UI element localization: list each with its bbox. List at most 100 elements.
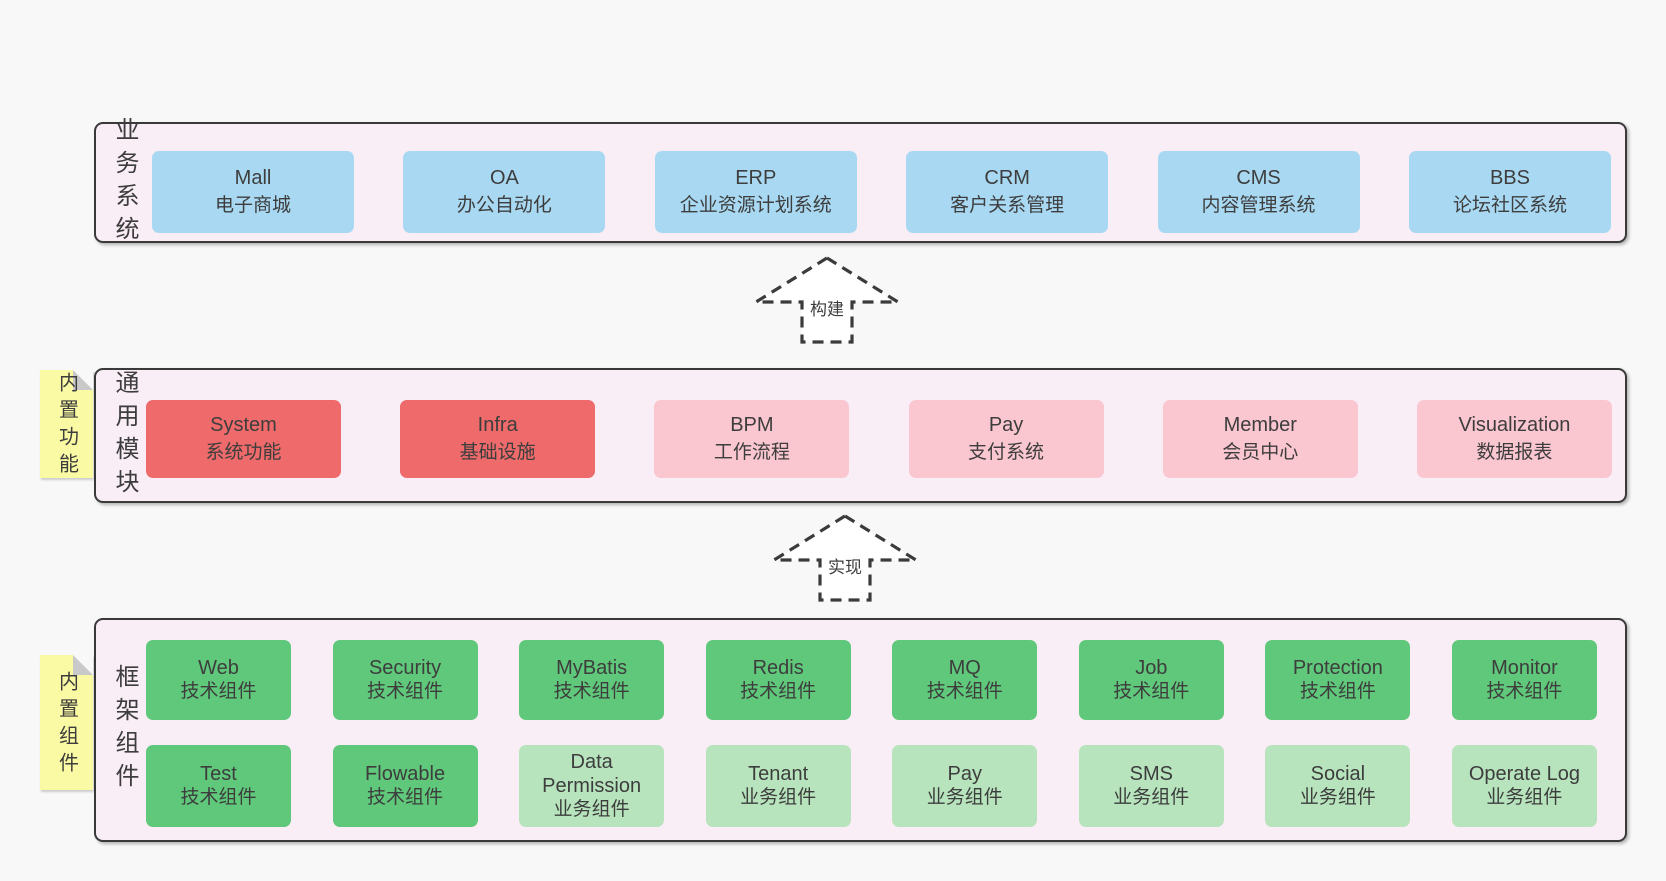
box-title: SMS [1129, 763, 1173, 785]
box-subtitle: 技术组件 [1486, 681, 1563, 702]
sticky-note-built-in-components: 内置组件 [40, 655, 93, 790]
tech-components-row: Web 技术组件 Security 技术组件 MyBatis 技术组件 Redi… [146, 640, 1597, 720]
box-erp: ERP 企业资源计划系统 [654, 151, 857, 233]
folded-corner-icon [73, 655, 93, 675]
box-title: Operate Log [1468, 763, 1581, 785]
box-data-permission: Data Permission 业务组件 [519, 745, 665, 827]
box-title: BPM [730, 414, 774, 436]
box-mall: Mall 电子商城 [152, 151, 354, 233]
sticky-note-text: 内置组件 [55, 671, 78, 780]
box-title: MyBatis [556, 657, 628, 679]
box-flowable: Flowable 技术组件 [332, 745, 478, 827]
box-title: Visualization [1458, 414, 1571, 436]
box-subtitle: 业务组件 [926, 787, 1003, 808]
box-subtitle: 会员中心 [1222, 442, 1299, 463]
box-subtitle: 论坛社区系统 [1452, 195, 1567, 216]
box-mybatis: MyBatis 技术组件 [519, 640, 665, 720]
box-security: Security 技术组件 [332, 640, 478, 720]
common-modules-row: System 系统功能 Infra 基础设施 BPM 工作流程 Pay 支付系统… [146, 400, 1612, 478]
layer-label-framework-components: 框架组件 [111, 664, 138, 796]
box-social: Social 业务组件 [1265, 745, 1411, 827]
layer-label-common-modules: 通用模块 [111, 369, 138, 502]
box-subtitle: 电子商城 [214, 195, 291, 216]
box-visualization: Visualization 数据报表 [1416, 400, 1612, 478]
box-title: Member [1223, 414, 1297, 436]
panel-business-systems: 业务系统 Mall 电子商城 OA 办公自动化 ERP 企业资源计划系统 CRM… [94, 117, 1627, 249]
box-system: System 系统功能 [146, 400, 341, 478]
box-subtitle: 技术组件 [1113, 681, 1190, 702]
panel-framework-components: 框架组件 Web 技术组件 Security 技术组件 MyBatis 技术组件… [94, 618, 1627, 842]
box-title: CRM [984, 167, 1030, 189]
box-infra: Infra 基础设施 [400, 400, 596, 478]
box-subtitle: 业务组件 [553, 799, 630, 820]
implement-arrow: 实现 [772, 514, 918, 602]
box-cms: CMS 内容管理系统 [1157, 151, 1360, 233]
box-member: Member 会员中心 [1162, 400, 1358, 478]
box-title: System [210, 414, 277, 436]
box-title: Pay [947, 763, 982, 785]
box-test: Test 技术组件 [146, 745, 291, 827]
box-monitor: Monitor 技术组件 [1451, 640, 1597, 720]
box-title: MQ [948, 657, 981, 679]
box-operate-log: Operate Log 业务组件 [1451, 745, 1597, 827]
box-subtitle: 系统功能 [205, 442, 282, 463]
box-subtitle: 内容管理系统 [1201, 195, 1316, 216]
box-title: Data Permission [542, 751, 642, 797]
box-subtitle: 技术组件 [740, 681, 817, 702]
panel-common-modules: 通用模块 System 系统功能 Infra 基础设施 BPM 工作流程 Pay… [94, 368, 1627, 503]
box-subtitle: 业务组件 [740, 787, 817, 808]
box-subtitle: 办公自动化 [456, 195, 552, 216]
box-title: Mall [234, 167, 272, 189]
box-tenant: Tenant 业务组件 [705, 745, 851, 827]
box-job: Job 技术组件 [1078, 640, 1224, 720]
box-title: Tenant [748, 763, 809, 785]
box-title: BBS [1489, 167, 1530, 189]
box-bpm: BPM 工作流程 [654, 400, 850, 478]
sticky-note-built-in-features: 内置功能 [40, 370, 93, 481]
box-title: Job [1135, 657, 1168, 679]
box-redis: Redis 技术组件 [705, 640, 851, 720]
layer-label-business-systems: 业务系统 [111, 116, 138, 249]
box-title: Social [1310, 763, 1366, 785]
box-title: OA [489, 167, 519, 189]
box-subtitle: 客户关系管理 [950, 195, 1065, 216]
box-subtitle: 技术组件 [926, 681, 1003, 702]
box-title: Test [200, 763, 237, 785]
business-systems-row: Mall 电子商城 OA 办公自动化 ERP 企业资源计划系统 CRM 客户关系… [152, 151, 1611, 233]
box-subtitle: 业务组件 [1486, 787, 1563, 808]
box-subtitle: 业务组件 [1113, 787, 1190, 808]
box-title: Web [198, 657, 239, 679]
box-title: Redis [752, 657, 804, 679]
box-oa: OA 办公自动化 [403, 151, 606, 233]
box-title: ERP [735, 167, 777, 189]
box-subtitle: 技术组件 [553, 681, 630, 702]
box-bbs: BBS 论坛社区系统 [1408, 151, 1611, 233]
box-subtitle: 工作流程 [713, 442, 790, 463]
box-subtitle: 数据报表 [1476, 442, 1553, 463]
box-subtitle: 企业资源计划系统 [679, 195, 832, 216]
box-subtitle: 支付系统 [968, 442, 1045, 463]
box-subtitle: 技术组件 [367, 681, 444, 702]
box-mq: MQ 技术组件 [892, 640, 1038, 720]
box-subtitle: 技术组件 [180, 787, 257, 808]
box-crm: CRM 客户关系管理 [906, 151, 1109, 233]
box-title: Security [368, 657, 442, 679]
box-subtitle: 技术组件 [367, 787, 444, 808]
box-pay: Pay 支付系统 [908, 400, 1104, 478]
sticky-note-text: 内置功能 [55, 372, 78, 481]
box-title: Flowable [365, 763, 446, 785]
box-sms: SMS 业务组件 [1078, 745, 1224, 827]
box-subtitle: 技术组件 [1299, 681, 1376, 702]
box-subtitle: 基础设施 [459, 442, 536, 463]
box-title: CMS [1236, 167, 1281, 189]
build-arrow: 构建 [754, 256, 900, 344]
box-pay-biz: Pay 业务组件 [892, 745, 1038, 827]
implement-arrow-label: 实现 [824, 550, 866, 581]
box-title: Infra [477, 414, 518, 436]
box-title: Protection [1292, 657, 1383, 679]
box-protection: Protection 技术组件 [1265, 640, 1411, 720]
folded-corner-icon [73, 370, 93, 390]
biz-components-row: Test 技术组件 Flowable 技术组件 Data Permission … [146, 745, 1597, 827]
box-subtitle: 技术组件 [180, 681, 257, 702]
